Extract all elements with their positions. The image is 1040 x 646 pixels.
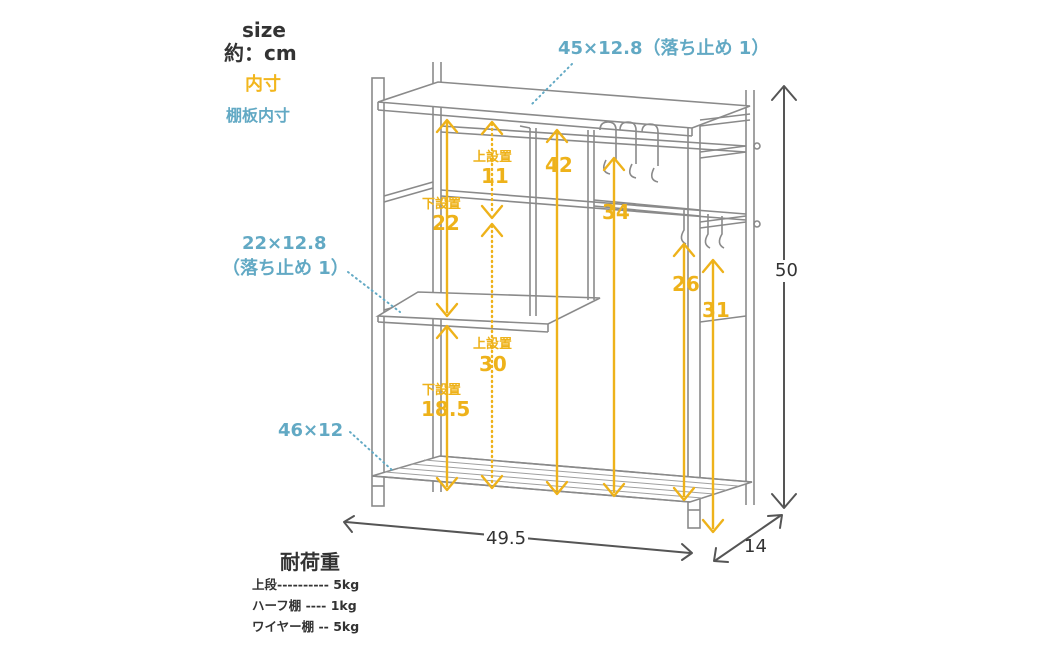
load-row-half-shelf: ハーフ棚 ---- 1kg <box>252 598 357 613</box>
rack-frame <box>371 62 761 529</box>
legend-size: size <box>242 18 286 42</box>
half-shelf-label-note: （落ち止め 1） <box>222 258 349 279</box>
inner-height-31: 31 <box>702 298 730 322</box>
height-dimension: 50 <box>775 260 798 282</box>
legend-unit: 約：cm <box>224 41 297 65</box>
lower-install-value-bottom: 18.5 <box>421 397 471 421</box>
upper-install-dotted-arrows <box>480 120 504 490</box>
lower-install-label-top: 下設置 <box>422 197 462 212</box>
load-row-wire-shelf: ワイヤー棚 -- 5kg <box>252 619 360 634</box>
upper-install-value-top: 11 <box>481 164 509 188</box>
half-shelf-label: 22×12.8 <box>242 233 327 254</box>
top-shelf-label: 45×12.8（落ち止め 1） <box>558 38 770 59</box>
load-row-top-shelf: 上段---------- 5kg <box>252 577 360 592</box>
lower-install-label-bottom: 下設置 <box>422 383 462 398</box>
load-capacity-title: 耐荷重 <box>280 550 340 574</box>
upper-install-label-top: 上設置 <box>473 150 513 165</box>
upper-install-value-bottom: 30 <box>479 352 507 376</box>
depth-dimension: 14 <box>744 536 767 557</box>
leader-lines <box>347 63 573 471</box>
inner-height-42: 42 <box>545 153 573 177</box>
lower-install-value-top: 22 <box>432 211 460 235</box>
inner-height-26: 26 <box>672 272 700 296</box>
legend-inner-dimension: 内寸 <box>245 74 281 95</box>
inner-height-34: 34 <box>602 200 630 224</box>
inner-dimension-arrows <box>435 118 725 534</box>
wire-shelf-label: 46×12 <box>278 420 344 441</box>
legend-shelf-inner-dimension: 棚板内寸 <box>226 106 291 125</box>
width-dimension: 49.5 <box>484 528 529 549</box>
upper-install-label-bottom: 上設置 <box>473 337 513 352</box>
